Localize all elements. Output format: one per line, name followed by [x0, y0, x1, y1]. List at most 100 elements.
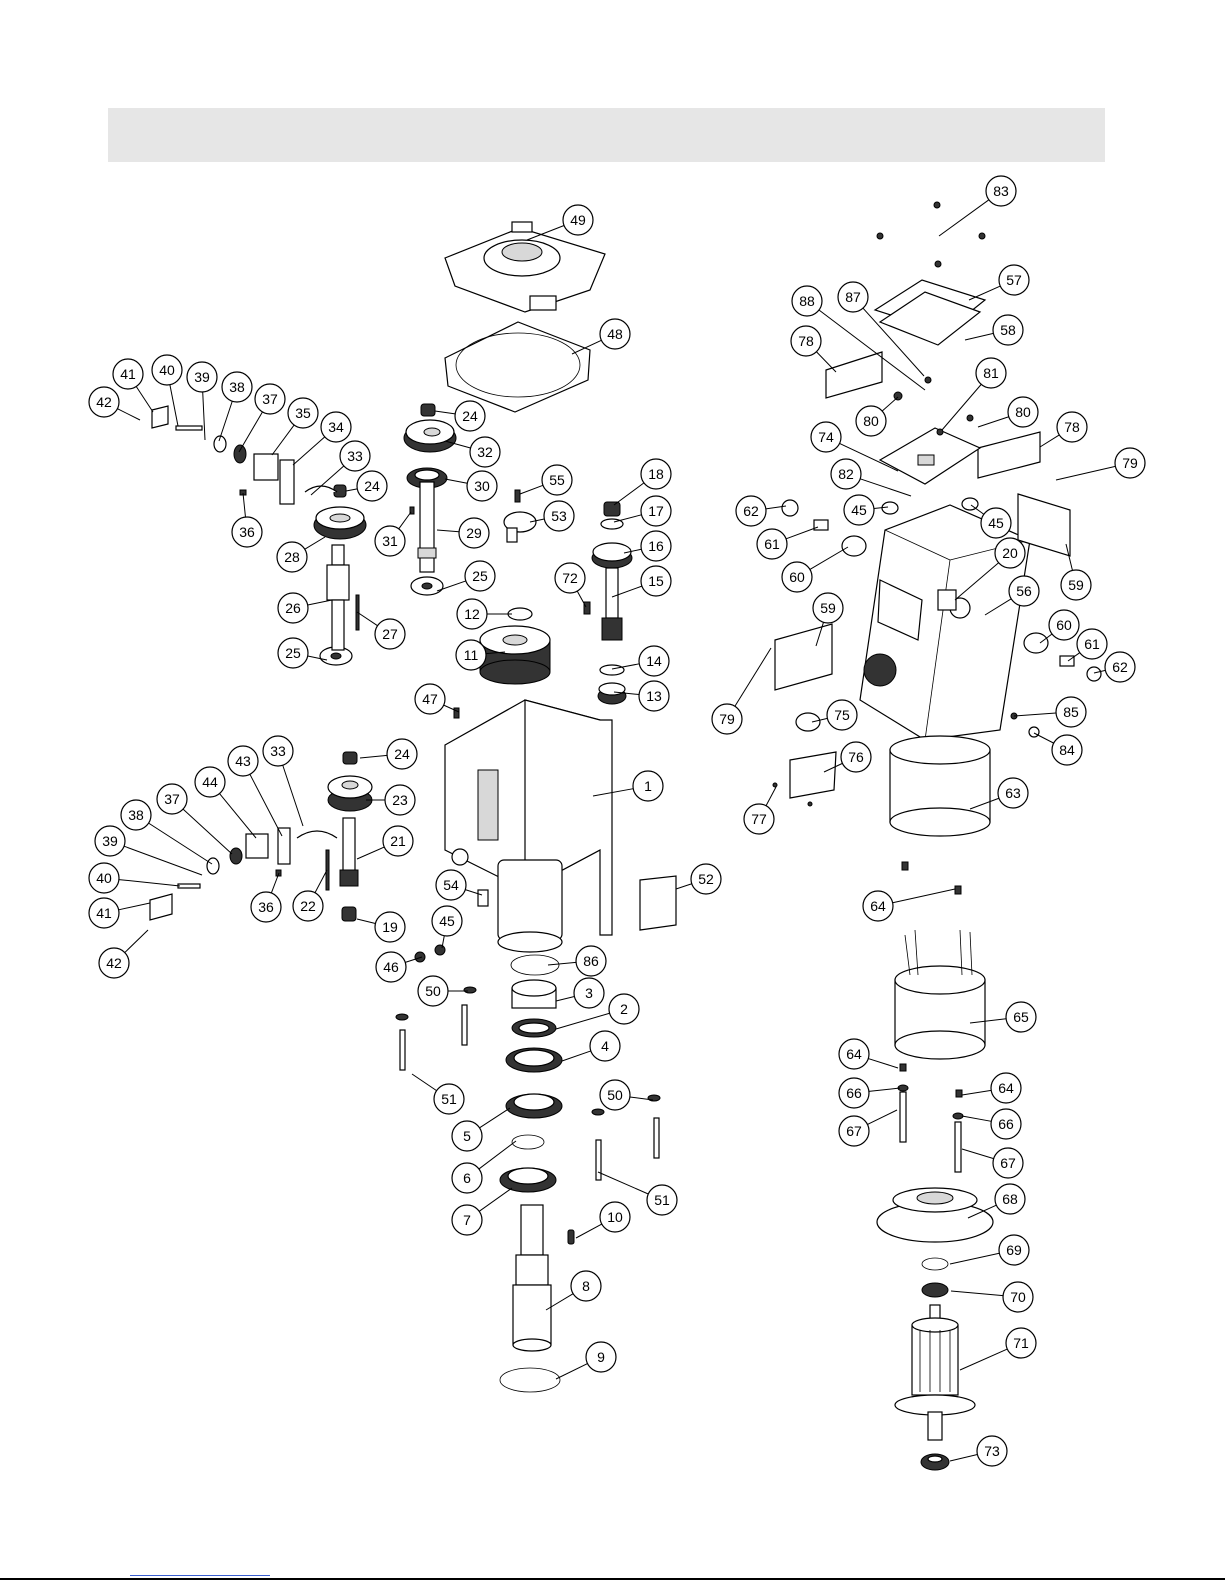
- callout-number: 12: [464, 606, 480, 622]
- callout-74: 74: [810, 421, 842, 453]
- callout-circle: [543, 500, 575, 532]
- callout-circle: [227, 745, 259, 777]
- leader-line-71: [959, 1348, 1008, 1371]
- callout-66: 66: [838, 1077, 870, 1109]
- part-75-plug: [795, 712, 821, 732]
- footer-link-underline[interactable]: [130, 1575, 270, 1576]
- callout-26: 26: [277, 592, 309, 624]
- callout-circle: [250, 891, 282, 923]
- callout-circle: [640, 530, 672, 562]
- callout-28: 28: [276, 541, 308, 573]
- part-13-bearing: [597, 682, 627, 705]
- callout-number: 65: [1013, 1009, 1029, 1025]
- callout-number: 67: [1000, 1155, 1016, 1171]
- callout-64: 64: [838, 1038, 870, 1070]
- callout-86: 86: [575, 945, 607, 977]
- callout-48: 48: [599, 318, 631, 350]
- callout-circle: [980, 507, 1012, 539]
- callout-circle: [826, 699, 858, 731]
- callout-number: 1: [644, 778, 652, 794]
- callout-number: 15: [648, 573, 664, 589]
- callout-66: 66: [990, 1108, 1022, 1140]
- callout-circle: [356, 470, 388, 502]
- callout-number: 43: [235, 753, 251, 769]
- callout-79: 79: [711, 703, 743, 735]
- callout-number: 64: [998, 1080, 1014, 1096]
- leader-line-11: [485, 651, 506, 655]
- part-26-shaft: [326, 544, 350, 651]
- callout-number: 66: [846, 1085, 862, 1101]
- callout-circle: [120, 799, 152, 831]
- part-46-washer: [414, 951, 426, 963]
- callout-number: 62: [743, 503, 759, 519]
- leader-line-24: [359, 754, 388, 759]
- callout-51: 51: [433, 1083, 465, 1115]
- part-18-bushing: [603, 501, 621, 517]
- leader-line-16: [623, 548, 642, 554]
- callout-number: 60: [1056, 617, 1072, 633]
- callout-number: 75: [834, 707, 850, 723]
- part-51-bolt: [653, 1117, 660, 1159]
- callout-5: 5: [451, 1120, 483, 1152]
- callout-number: 46: [383, 959, 399, 975]
- callout-number: 80: [863, 413, 879, 429]
- callout-circle: [599, 318, 631, 350]
- part-84-nut: [1028, 726, 1040, 738]
- callout-37: 37: [254, 383, 286, 415]
- leader-line-80: [977, 416, 1009, 428]
- part-50-washer: [395, 1013, 409, 1021]
- callout-number: 61: [764, 536, 780, 552]
- callout-number: 21: [390, 833, 406, 849]
- leader-line-62: [765, 505, 787, 510]
- callout-number: 16: [648, 538, 664, 554]
- callout-circle: [451, 1204, 483, 1236]
- part-31-key: [409, 506, 415, 515]
- part-19-bushing: [341, 906, 357, 922]
- leader-line-79: [1055, 465, 1116, 481]
- callout-63: 63: [997, 777, 1029, 809]
- callout-number: 79: [719, 711, 735, 727]
- callout-82: 82: [830, 458, 862, 490]
- leader-line-38: [218, 401, 233, 442]
- callout-number: 82: [838, 466, 854, 482]
- leader-line-50: [629, 1096, 654, 1101]
- callout-circle: [384, 784, 416, 816]
- part-69-ring: [921, 1257, 949, 1271]
- leader-line-36: [270, 872, 280, 894]
- leader-line-33: [282, 765, 304, 827]
- part-14-washer: [599, 664, 625, 676]
- part-9-snap-ring: [499, 1367, 561, 1393]
- callout-number: 60: [789, 569, 805, 585]
- callout-number: 5: [463, 1128, 471, 1144]
- callout-circle: [756, 528, 788, 560]
- callout-circle: [573, 977, 605, 1009]
- part-50-washer: [591, 1108, 605, 1116]
- callout-number: 53: [551, 508, 567, 524]
- callout-34: 34: [320, 411, 352, 443]
- leader-line-29: [436, 529, 460, 533]
- callout-70: 70: [1002, 1281, 1034, 1313]
- part-48-gasket: [444, 321, 591, 413]
- leader-line-68: [967, 1204, 997, 1219]
- callout-68: 68: [994, 1183, 1026, 1215]
- leader-line-35: [271, 424, 295, 456]
- part-49-top-cover: [444, 221, 606, 313]
- callout-number: 59: [820, 600, 836, 616]
- callout-circle: [562, 204, 594, 236]
- callout-circle: [88, 862, 120, 894]
- callout-circle: [994, 537, 1026, 569]
- callout-number: 11: [464, 647, 479, 663]
- callout-circle: [374, 618, 406, 650]
- callout-number: 30: [474, 478, 490, 494]
- leader-line-8: [545, 1293, 574, 1311]
- leader-line-62: [1093, 669, 1106, 674]
- leader-line-65: [969, 1018, 1007, 1024]
- callout-number: 70: [1010, 1289, 1026, 1305]
- part-50-washer: [647, 1094, 661, 1102]
- leader-line-26: [307, 599, 333, 606]
- callout-number: 20: [1002, 545, 1018, 561]
- callout-number: 48: [607, 326, 623, 342]
- callout-32: 32: [469, 436, 501, 468]
- part-62-cap: [781, 499, 799, 517]
- callout-81: 81: [975, 357, 1007, 389]
